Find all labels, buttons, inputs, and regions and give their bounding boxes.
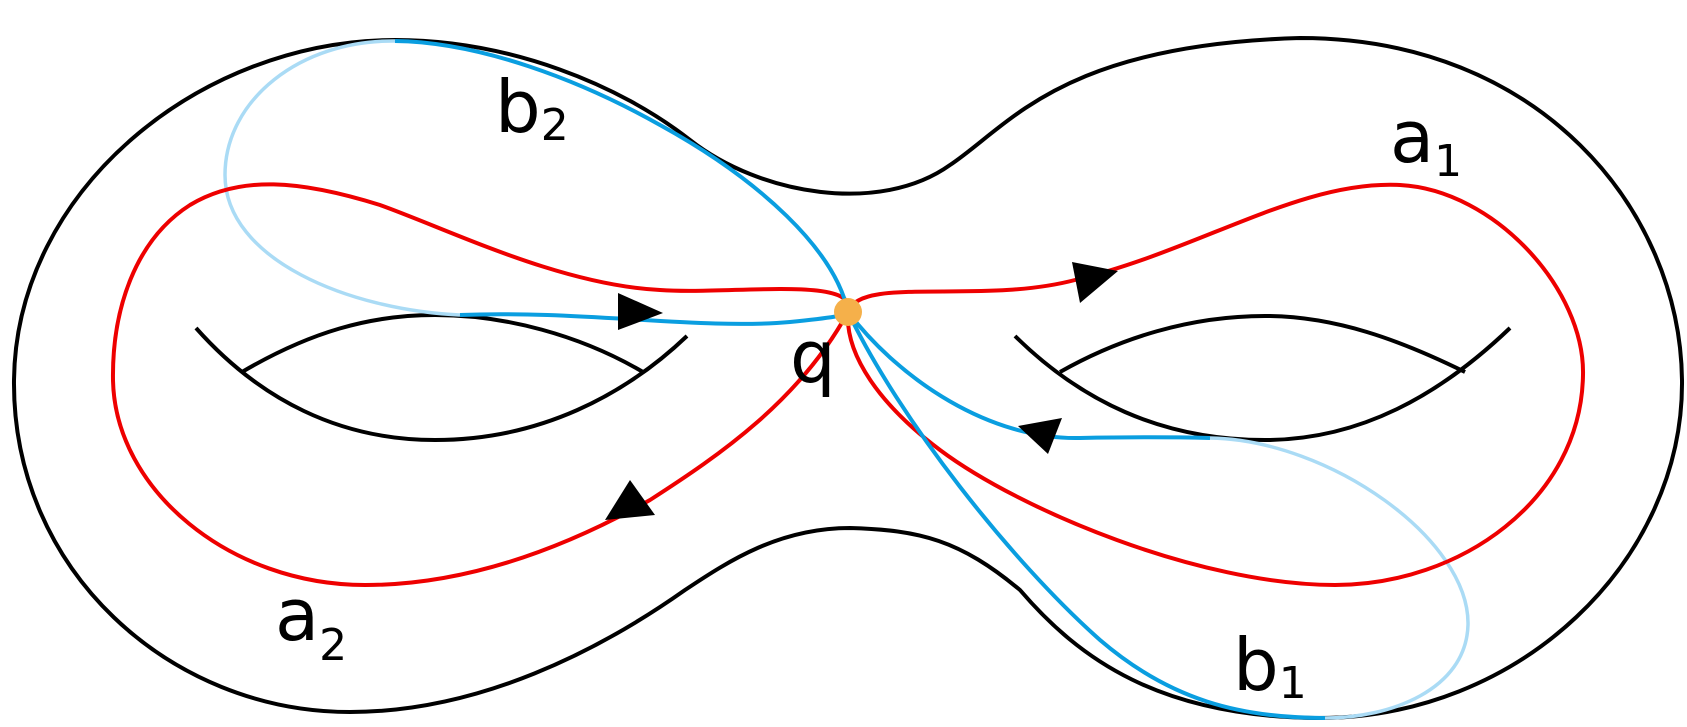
b1-loop-back xyxy=(1209,436,1470,720)
label-a1: a1 xyxy=(1390,95,1462,187)
a1-loop xyxy=(845,182,1586,588)
arrow-b2 xyxy=(618,293,663,330)
right-hole-lower-arc xyxy=(1013,326,1512,443)
label-b2: b2 xyxy=(495,65,569,151)
arrow-a1 xyxy=(1072,262,1118,303)
surface-outline xyxy=(11,35,1685,721)
label-a2: a2 xyxy=(275,573,347,671)
b1-loop-front-lower xyxy=(846,311,1326,720)
b2-loop-back xyxy=(223,39,461,317)
label-q: q xyxy=(790,315,836,399)
right-hole-upper-arc xyxy=(1059,313,1466,374)
a2-loop xyxy=(110,182,851,588)
b2-loop-front xyxy=(394,39,851,326)
left-hole-lower-arc xyxy=(194,326,689,443)
left-hole-upper-arc xyxy=(240,312,645,374)
label-b1: b1 xyxy=(1233,623,1307,709)
b1-loop-front xyxy=(846,310,1211,441)
base-point-q xyxy=(834,298,862,326)
arrow-a2 xyxy=(605,480,655,520)
arrow-b1 xyxy=(1018,418,1062,454)
